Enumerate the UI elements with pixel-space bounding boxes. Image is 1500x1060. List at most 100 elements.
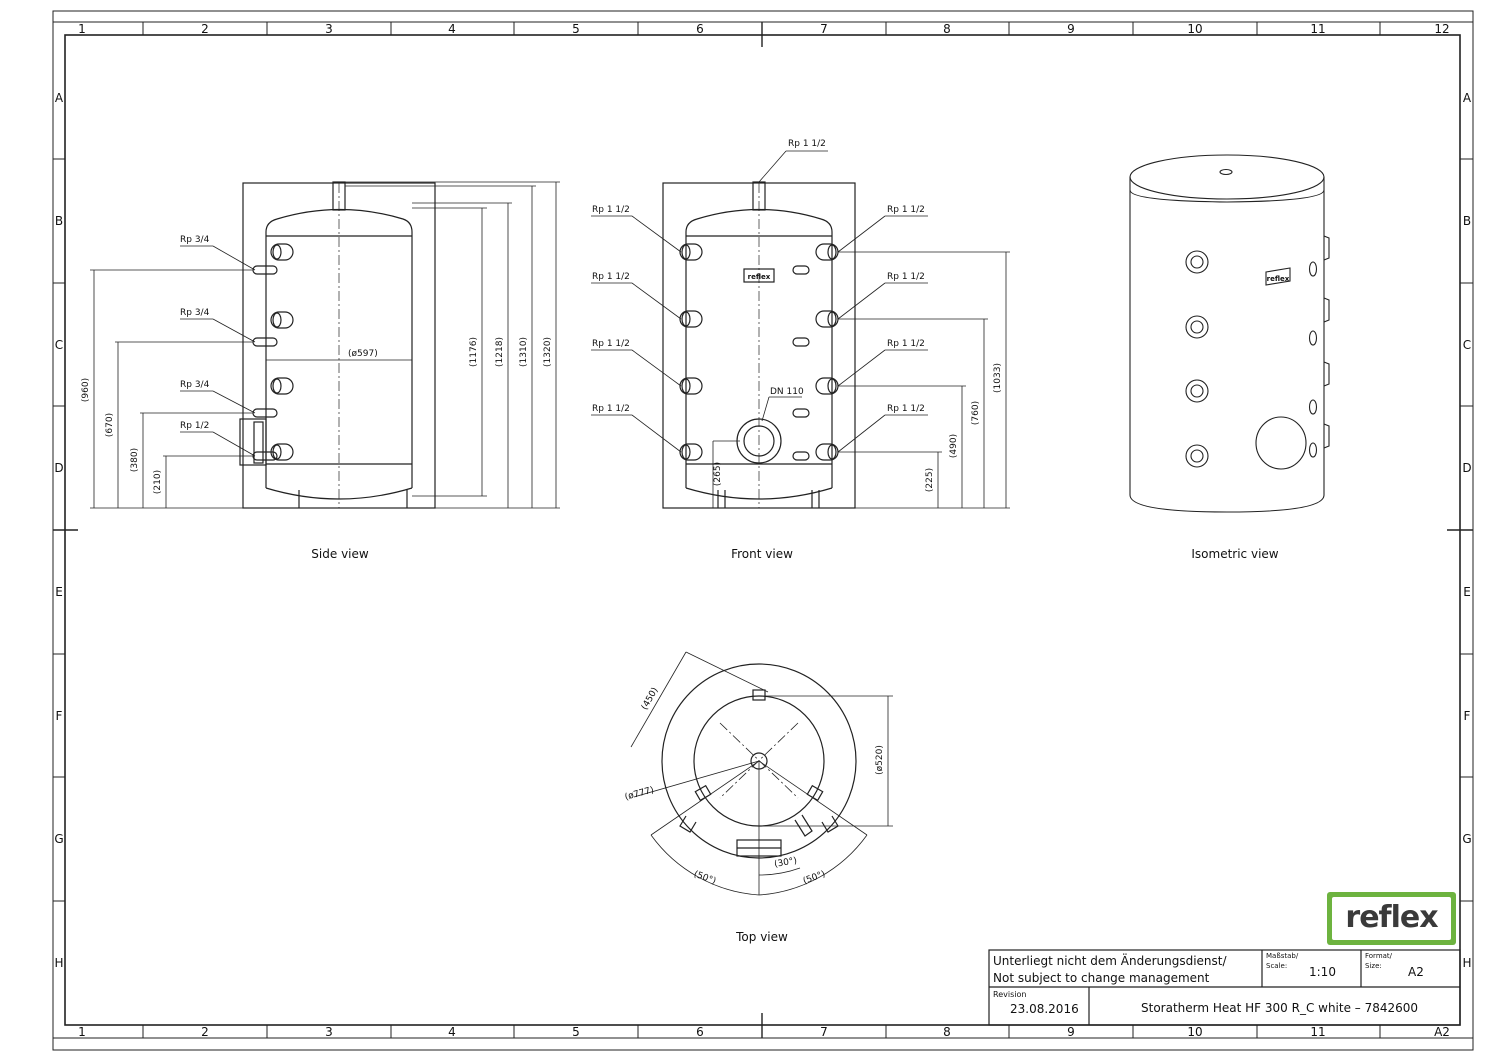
front-view-title: Front view	[731, 547, 793, 561]
grid-column-label: 10	[1187, 22, 1202, 36]
side-height-label: (670)	[105, 413, 115, 437]
grid-row-label: H	[1462, 956, 1471, 970]
front-connection-label: Rp 1 1/2	[592, 404, 630, 414]
front-connection-label: Rp 1 1/2	[887, 339, 925, 349]
grid-column-label: 8	[943, 1025, 951, 1039]
side-connection-label: Rp 3/4	[180, 235, 210, 245]
title-block-frame	[988, 949, 1461, 1026]
format-label-en: Size:	[1365, 962, 1382, 970]
reflex-logo-text: reflex	[1345, 900, 1438, 935]
grid-column-label: 7	[820, 1025, 828, 1039]
grid-column-label: 6	[696, 22, 704, 36]
top-view	[630, 651, 893, 896]
front-connection-label: Rp 1 1/2	[592, 339, 630, 349]
side-height-label: (1218)	[495, 337, 505, 367]
front-connection-label: Rp 1 1/2	[887, 404, 925, 414]
grid-row-label: D	[1462, 461, 1471, 475]
front-connection-label: Rp 1 1/2	[887, 272, 925, 282]
change-note-en: Not subject to change management	[993, 971, 1210, 985]
side-height-label: (960)	[81, 378, 91, 402]
side-view-labels: Rp 3/4 Rp 3/4 Rp 3/4 Rp 1/2 (ø597) (960)…	[81, 235, 553, 561]
side-height-label: (1176)	[469, 337, 479, 367]
change-note-de: Unterliegt nicht dem Änderungsdienst/	[993, 954, 1227, 968]
side-height-label: (380)	[130, 448, 140, 472]
side-view	[90, 181, 560, 509]
grid-column-label: 1	[78, 22, 86, 36]
grid-row-label: A	[55, 91, 64, 105]
side-connection-label: Rp 3/4	[180, 380, 210, 390]
front-height-label: (265)	[713, 462, 723, 486]
front-badge: reflex	[748, 273, 771, 281]
grid-column-label: 2	[201, 22, 209, 36]
grid-column-label: 9	[1067, 22, 1075, 36]
reflex-logo-inner: reflex	[1332, 897, 1451, 940]
isometric-view-title: Isometric view	[1191, 547, 1278, 561]
grid-column-label: 12	[1434, 22, 1449, 36]
side-diameter-label: (ø597)	[348, 349, 378, 359]
grid-column-label: 5	[572, 22, 580, 36]
side-connection-label: Rp 1/2	[180, 421, 209, 431]
revision-label: Revision	[993, 990, 1027, 999]
grid-row-label: E	[1463, 585, 1471, 599]
scale-label-en: Scale:	[1266, 962, 1288, 970]
grid-row-label: D	[54, 461, 63, 475]
top-dim-label: (450)	[640, 686, 661, 712]
grid-column-label: 3	[325, 22, 333, 36]
side-height-label: (210)	[153, 470, 163, 494]
side-height-label: (1320)	[543, 337, 553, 367]
drawing-title: Storatherm Heat HF 300 R_C white – 78426…	[1141, 1001, 1419, 1015]
top-dim-label: (ø777)	[624, 785, 655, 802]
outer-frame	[52, 10, 1474, 1051]
grid-zone-lines	[52, 21, 1474, 1039]
sheet-size-corner-label: A2	[1434, 1025, 1450, 1039]
grid-column-label: 11	[1310, 22, 1325, 36]
front-height-label: (1033)	[993, 363, 1003, 393]
top-dim-label: (50°)	[692, 869, 717, 886]
grid-column-label: 9	[1067, 1025, 1075, 1039]
side-view-title: Side view	[311, 547, 369, 561]
front-height-label: (760)	[971, 401, 981, 425]
grid-row-label: E	[55, 585, 63, 599]
flange-label: DN 110	[770, 387, 804, 397]
isometric-view	[1129, 154, 1330, 513]
front-height-label: (490)	[949, 434, 959, 458]
side-connection-label: Rp 3/4	[180, 308, 210, 318]
grid-column-label: 6	[696, 1025, 704, 1039]
grid-row-label: B	[55, 214, 63, 228]
grid-column-label: 2	[201, 1025, 209, 1039]
front-top-connection-label: Rp 1 1/2	[788, 139, 826, 149]
top-dim-label: (50°)	[802, 869, 827, 886]
grid-column-label: 7	[820, 22, 828, 36]
grid-row-label: H	[54, 956, 63, 970]
grid-column-label: 5	[572, 1025, 580, 1039]
front-view	[591, 150, 1010, 509]
grid-row-label: F	[56, 709, 63, 723]
revision-date: 23.08.2016	[1010, 1002, 1079, 1016]
grid-column-label: 8	[943, 22, 951, 36]
scale-label: Maßstab/	[1266, 952, 1299, 960]
front-connection-label: Rp 1 1/2	[887, 205, 925, 215]
grid-column-label: 3	[325, 1025, 333, 1039]
front-height-label: (225)	[925, 468, 935, 492]
grid-row-label: A	[1463, 91, 1472, 105]
front-connection-label: Rp 1 1/2	[592, 272, 630, 282]
front-view-labels: Rp 1 1/2 Rp 1 1/2 Rp 1 1/2 Rp 1 1/2 Rp 1…	[592, 139, 1003, 561]
format-label: Format/	[1365, 952, 1393, 960]
grid-row-label: G	[1462, 832, 1471, 846]
grid-column-label: 1	[78, 1025, 86, 1039]
isometric-view-labels: reflex Isometric view	[1191, 275, 1289, 561]
grid-row-label: F	[1464, 709, 1471, 723]
top-dim-label: (ø520)	[875, 745, 885, 775]
grid-column-label: 10	[1187, 1025, 1202, 1039]
side-height-label: (1310)	[519, 337, 529, 367]
grid-column-label: 4	[448, 1025, 456, 1039]
grid-column-label: 11	[1310, 1025, 1325, 1039]
top-dim-label: (30°)	[773, 856, 797, 870]
top-view-labels: (450) (ø520) (ø777) (50°) (30°) (50°) To…	[624, 686, 885, 944]
centering-marks	[53, 22, 1473, 1038]
reflex-logo: reflex	[1327, 892, 1456, 945]
grid-row-label: B	[1463, 214, 1471, 228]
top-view-title: Top view	[735, 930, 788, 944]
